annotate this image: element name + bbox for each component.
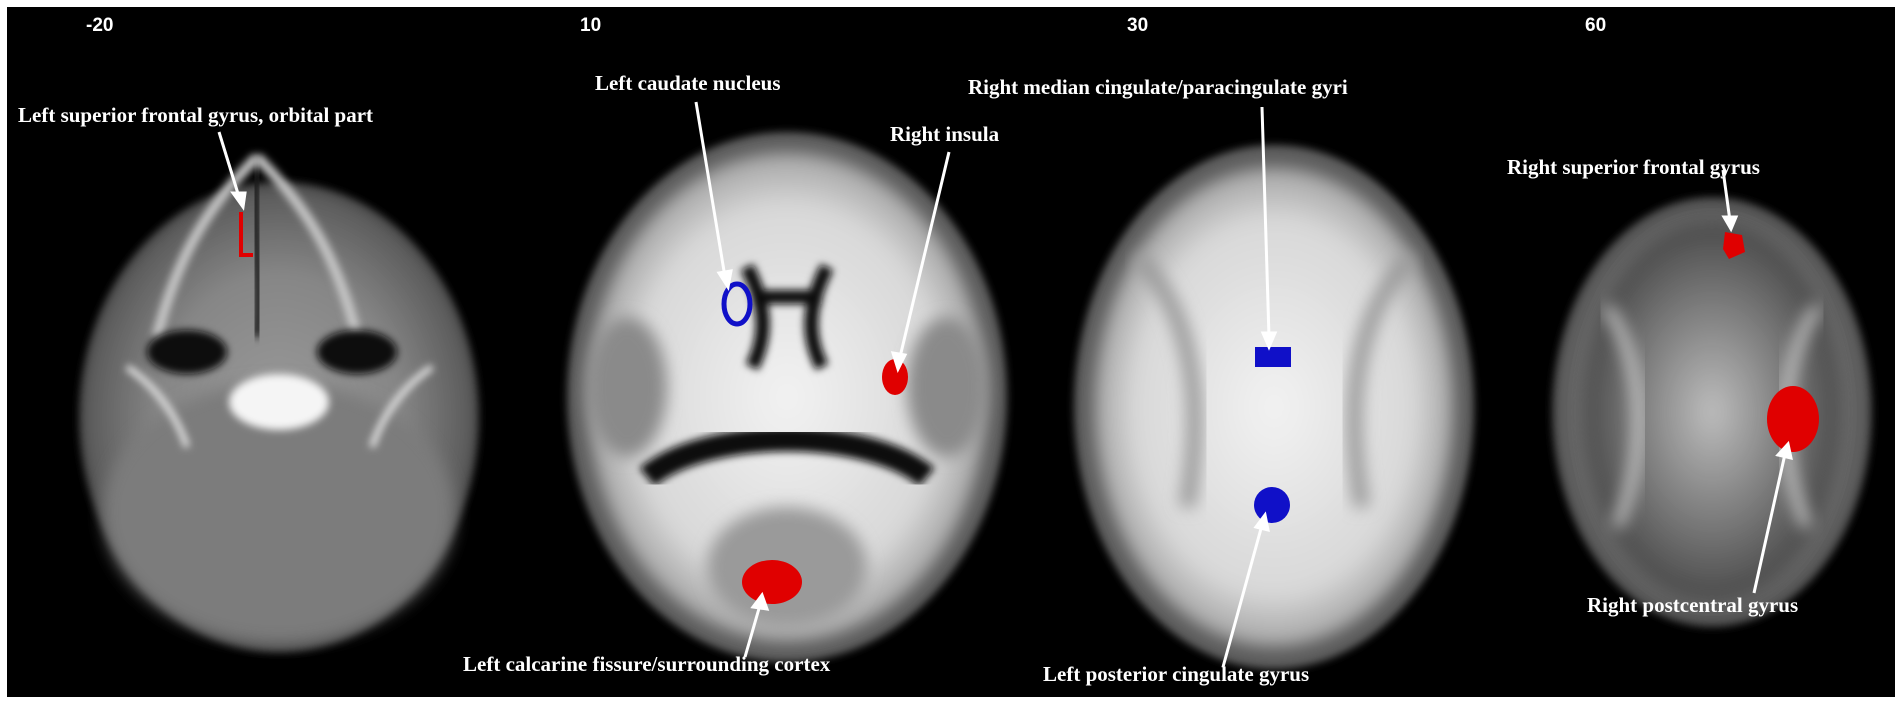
annotation-right-insula: Right insula — [890, 122, 1000, 146]
brain-slice-1 — [79, 153, 479, 652]
annotation-arrows — [217, 101, 1793, 668]
brain-slice-3 — [1074, 145, 1474, 669]
slice-z-label-3: 30 — [1127, 15, 1149, 36]
slice-z-label-4: 60 — [1585, 15, 1607, 36]
annotation-left-caudate-nucleus: Left caudate nucleus — [595, 71, 781, 95]
brain-slices-panel: -20 10 30 60 Left superior frontal gyrus… — [7, 7, 1895, 697]
slice-z-label-2: 10 — [580, 15, 602, 36]
annotation-left-superior-frontal-orbital: Left superior frontal gyrus, orbital par… — [18, 103, 374, 127]
annotation-left-posterior-cingulate: Left posterior cingulate gyrus — [1043, 662, 1310, 686]
brain-slice-2 — [567, 132, 1007, 662]
brain-slices-graphic — [79, 101, 1872, 669]
annotation-right-postcentral: Right postcentral gyrus — [1587, 593, 1799, 617]
annotation-right-median-cingulate: Right median cingulate/paracingulate gyr… — [968, 75, 1348, 99]
brain-slice-4 — [1552, 197, 1872, 627]
slice-z-label-1: -20 — [86, 15, 114, 36]
annotation-left-calcarine-fissure: Left calcarine fissure/surrounding corte… — [463, 652, 831, 676]
annotation-right-superior-frontal: Right superior frontal gyrus — [1507, 155, 1760, 179]
